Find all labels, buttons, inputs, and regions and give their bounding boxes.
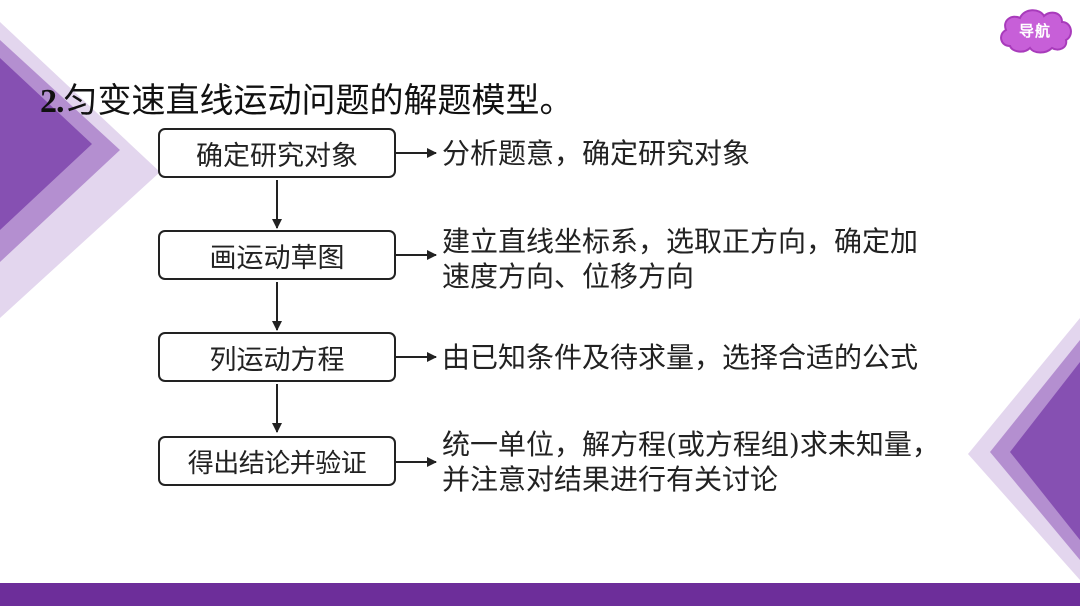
desc-line: 速度方向、位移方向 [442,260,695,293]
desc-line: 统一单位，解方程(或方程组)求未知量， [442,428,940,461]
desc-line: 建立直线坐标系，选取正方向，确定加 [442,225,919,258]
step-box-2: 画运动草图 [158,230,396,280]
step-box-4: 得出结论并验证 [158,436,396,486]
desc-line: 分析题意，确定研究对象 [442,137,751,170]
step-desc-3: 由已知条件及待求量，选择合适的公式 [442,340,918,375]
nav-label: 导航 [1018,21,1051,40]
step-desc-4: 统一单位，解方程(或方程组)求未知量， 并注意对结果进行有关讨论 [442,427,940,497]
title-number: 2. [40,83,64,120]
step-box-1: 确定研究对象 [158,128,396,178]
step-desc-2: 建立直线坐标系，选取正方向，确定加 速度方向、位移方向 [442,224,918,294]
right-dark-triangle [1010,362,1080,540]
left-dark-triangle [0,58,92,230]
desc-line: 并注意对结果进行有关讨论 [442,463,779,496]
title-text: 匀变速直线运动问题的解题模型。 [63,81,574,121]
bottom-bar [0,583,1080,606]
page-title: 2.匀变速直线运动问题的解题模型。 [40,76,574,126]
cloud-icon [1000,9,1072,54]
nav-button[interactable]: 导航 [996,6,1074,54]
step-box-3: 列运动方程 [158,332,396,382]
desc-line: 由已知条件及待求量，选择合适的公式 [442,341,919,374]
step-desc-1: 分析题意，确定研究对象 [442,136,750,171]
